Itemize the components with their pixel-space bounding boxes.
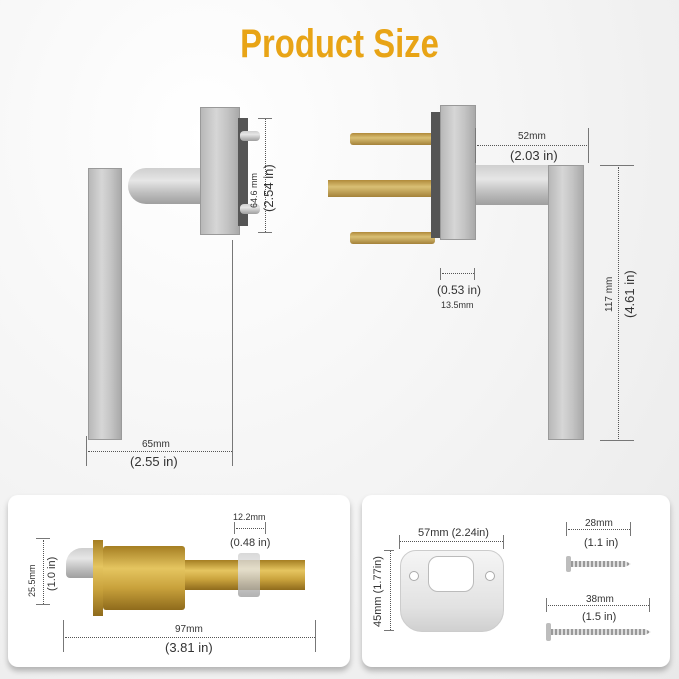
latch-face-dim-line (43, 540, 44, 604)
screw-long-in: (1.5 in) (582, 611, 617, 623)
right-rose-mechanism (431, 112, 441, 238)
screw-long-shaft (551, 629, 651, 635)
strike-width-dim-line (400, 541, 503, 542)
latch-tab-in: (0.48 in) (230, 537, 271, 549)
projection-mm: 52mm (518, 131, 546, 142)
dim-tick (475, 128, 476, 163)
left-rose-mechanism (238, 118, 248, 226)
rose-height-in: (2.54 in) (261, 164, 276, 212)
dim-tick (503, 535, 504, 549)
screw-long-head (546, 623, 551, 641)
screw-hole-left (409, 571, 419, 581)
strike-width-label: 57mm (2.24in) (418, 527, 489, 539)
right-lever-blade (548, 165, 584, 440)
latch-face-in: (1.0 in) (46, 556, 58, 591)
dim-tick (566, 522, 567, 536)
page-title: Product Size (240, 22, 439, 66)
right-lever-neck (476, 165, 550, 205)
lever-width-mm: 65mm (142, 439, 170, 450)
screw-short-mm: 28mm (585, 518, 613, 529)
projection-dim-line (477, 145, 587, 146)
screw-long-dim-line (548, 605, 649, 606)
dim-tick (265, 522, 266, 534)
dim-tick (86, 436, 87, 466)
latch-faceplate (93, 540, 103, 616)
dim-tick (258, 118, 272, 119)
dim-tick (600, 165, 634, 166)
latch-housing (103, 546, 185, 610)
dim-tick (474, 268, 475, 280)
lever-height-in: (4.61 in) (622, 270, 637, 318)
latch-length-in: (3.81 in) (165, 640, 213, 655)
screw-hole-right (485, 571, 495, 581)
rose-depth-in: (0.53 in) (437, 283, 482, 297)
projection-in: (2.03 in) (510, 148, 558, 163)
rose-height-mm: 64.6 mm (249, 172, 259, 208)
rose-depth-dim-line (442, 273, 474, 274)
spindle (328, 180, 438, 197)
dim-tick (384, 630, 394, 631)
dim-tick (232, 240, 233, 466)
dim-tick (440, 268, 441, 280)
dim-tick (546, 598, 547, 612)
screw-short-head (566, 556, 571, 572)
dim-tick (630, 522, 631, 536)
latch-length-dim-line (65, 637, 315, 638)
dim-tick (315, 620, 316, 652)
lever-height-mm: 117 mm (604, 276, 615, 312)
dim-tick (36, 538, 50, 539)
dim-tick (588, 128, 589, 163)
screw-short-dim-line (568, 529, 630, 530)
left-lever-neck (128, 168, 200, 204)
dim-tick (649, 598, 650, 612)
dim-tick (258, 232, 272, 233)
screw-short-shaft (571, 561, 631, 567)
dim-tick (399, 535, 400, 549)
dim-tick (600, 440, 634, 441)
left-post-bottom (240, 204, 260, 214)
strike-height-dim-line (390, 551, 391, 630)
latch-tab (238, 553, 260, 597)
lever-height-dim-line (618, 167, 619, 439)
strike-height-label: 45mm (1.77in) (372, 556, 384, 627)
latch-length-mm: 97mm (175, 624, 203, 635)
lever-width-dim-line (88, 451, 232, 452)
latch-tab-dim-line (236, 528, 264, 529)
strike-plate-opening (428, 556, 474, 592)
rose-depth-mm: 13.5mm (441, 300, 474, 310)
dim-tick (234, 522, 235, 534)
right-rose (440, 105, 476, 240)
left-rose (200, 107, 240, 235)
dim-tick (384, 550, 394, 551)
screw-long-mm: 38mm (586, 594, 614, 605)
left-lever-blade (88, 168, 122, 440)
latch-tab-mm: 12.2mm (233, 512, 266, 522)
mounting-post-top (350, 133, 435, 145)
lever-width-in: (2.55 in) (130, 454, 178, 469)
dim-tick (63, 620, 64, 652)
dim-tick (36, 604, 50, 605)
screw-short-in: (1.1 in) (584, 537, 619, 549)
rose-height-dim-line (265, 118, 266, 232)
left-post-top (240, 131, 260, 141)
mounting-post-bottom (350, 232, 435, 244)
latch-face-mm: 25.5mm (27, 564, 37, 597)
